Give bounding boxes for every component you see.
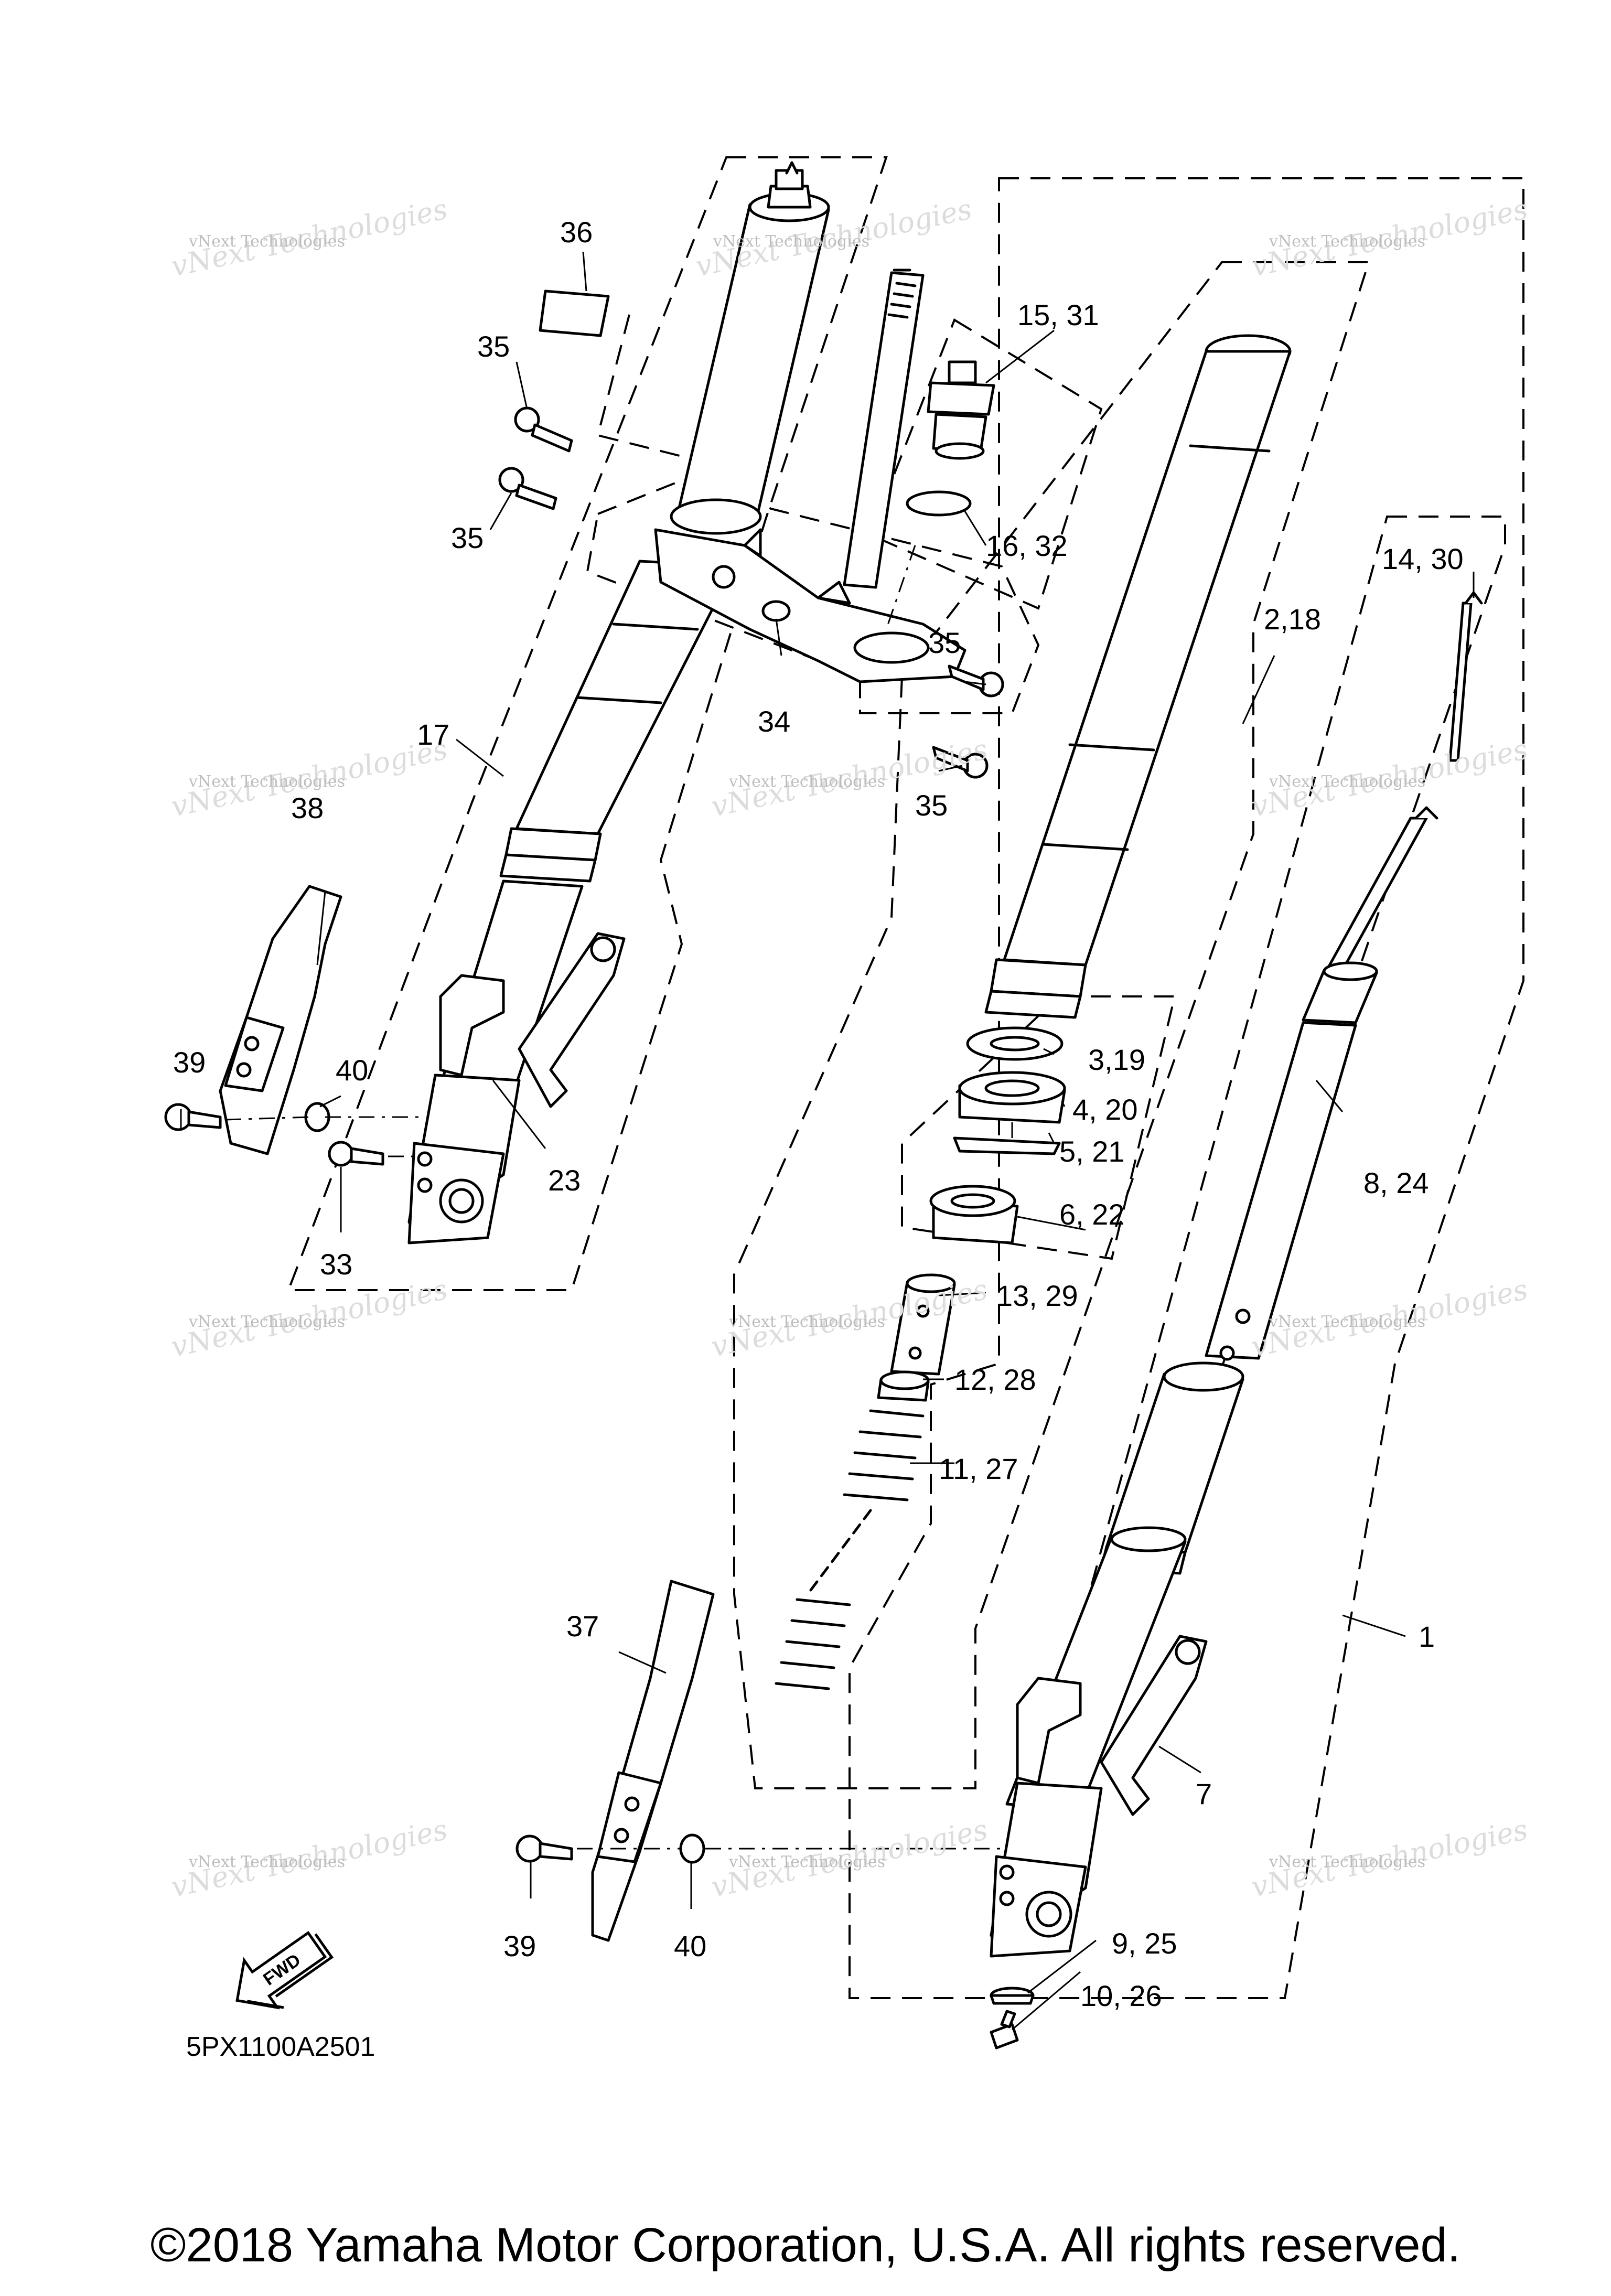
damper-rod	[1205, 591, 1483, 1361]
label-13-29: 13, 29	[996, 1279, 1078, 1312]
right-outer-tube	[984, 334, 1292, 1019]
outline-bracket	[586, 470, 1040, 714]
leader-lines	[180, 251, 1475, 2031]
label-35-d: 35	[915, 789, 948, 822]
outline-part-2-18	[733, 261, 1370, 1789]
cap-bolt	[906, 360, 995, 517]
label-4-20: 4, 20	[1072, 1093, 1138, 1126]
guard-fasteners-left	[164, 1102, 384, 1167]
outline-part-1	[849, 177, 1524, 1999]
svg-text:vNext Technologies: vNext Technologies	[188, 1313, 345, 1331]
fork-spring	[775, 1409, 925, 1690]
svg-text:vNext Technologies: vNext Technologies	[188, 773, 345, 791]
assembly-lines	[225, 545, 1013, 1850]
label-17: 17	[417, 718, 449, 751]
svg-text:vNext Technologies: vNext Technologies	[728, 1313, 885, 1331]
fork-guard-right	[591, 1580, 715, 1942]
guard-fasteners-right	[515, 1833, 705, 1864]
drawn-parts	[164, 161, 1483, 2050]
label-35-a: 35	[477, 330, 510, 363]
svg-text:vNext Technologies: vNext Technologies	[1269, 773, 1425, 791]
label-40-a: 40	[336, 1054, 368, 1087]
outline-part-17	[287, 156, 888, 1291]
label-14-30: 14, 30	[1382, 542, 1464, 575]
label-1: 1	[1419, 1620, 1435, 1653]
right-axle-bracket	[990, 1635, 1208, 1958]
outline-part-8-24	[1079, 516, 1506, 1627]
seal-stack	[929, 1026, 1066, 1244]
spring-seat	[877, 1370, 930, 1402]
outline-cap-bolt	[869, 318, 1103, 610]
label-16-32: 16, 32	[986, 529, 1068, 562]
label-39-a: 39	[173, 1046, 206, 1079]
spacer	[890, 1273, 956, 1376]
drain-bolt	[990, 1987, 1035, 2050]
label-15-31: 15, 31	[1017, 298, 1099, 331]
left-fork-assembly	[407, 161, 830, 1244]
svg-text:vNext Technologies: vNext Technologies	[188, 232, 345, 251]
svg-text:vNext Technologies: vNext Technologies	[1269, 1313, 1425, 1331]
right-inner-tube	[1005, 1361, 1244, 1811]
label-23: 23	[548, 1164, 581, 1197]
diagram-code: 5PX1100A2501	[186, 2032, 375, 2062]
label-11-27: 11, 27	[939, 1452, 1018, 1485]
label-2-18: 2,18	[1264, 603, 1321, 636]
label-3-19: 3,19	[1088, 1043, 1145, 1076]
fwd-arrow-icon: FWD	[235, 1930, 334, 2010]
label-36: 36	[560, 216, 593, 249]
label-37: 37	[566, 1610, 599, 1643]
label-8-24: 8, 24	[1363, 1166, 1429, 1199]
svg-text:vNext Technologies: vNext Technologies	[188, 1853, 345, 1871]
label-5-21: 5, 21	[1059, 1135, 1125, 1168]
label-12-28: 12, 28	[954, 1363, 1036, 1396]
label-34: 34	[758, 705, 790, 738]
label-35-c: 35	[928, 626, 961, 659]
svg-text:vNext Technologies: vNext Technologies	[728, 773, 885, 791]
label-6-22: 6, 22	[1059, 1198, 1125, 1231]
outline-label	[596, 314, 682, 457]
label-9-25: 9, 25	[1112, 1927, 1177, 1960]
label-sticker	[539, 289, 610, 337]
group-outlines	[287, 156, 1524, 1999]
svg-text:vNext Technologies: vNext Technologies	[1269, 1853, 1425, 1871]
fork-guard-left	[219, 885, 342, 1155]
label-10-26: 10, 26	[1080, 1979, 1162, 2012]
svg-text:vNext Technologies: vNext Technologies	[713, 232, 869, 251]
label-38: 38	[291, 791, 324, 824]
label-35-b: 35	[451, 521, 484, 554]
copyright-text: ©2018 Yamaha Motor Corporation, U.S.A. A…	[151, 2218, 1460, 2272]
left-damper-rod	[843, 269, 925, 589]
part-labels: 36 35 35 35 35 34 15, 31 16, 32 14, 30 2…	[173, 216, 1464, 2012]
bolts-35	[498, 406, 1004, 779]
label-39-b: 39	[503, 1929, 536, 1962]
svg-text:vNext Technologies: vNext Technologies	[728, 1853, 885, 1871]
label-33: 33	[320, 1248, 352, 1281]
label-40-b: 40	[674, 1929, 706, 1962]
svg-text:vNext Technologies: vNext Technologies	[1269, 232, 1425, 251]
label-7: 7	[1196, 1777, 1212, 1810]
